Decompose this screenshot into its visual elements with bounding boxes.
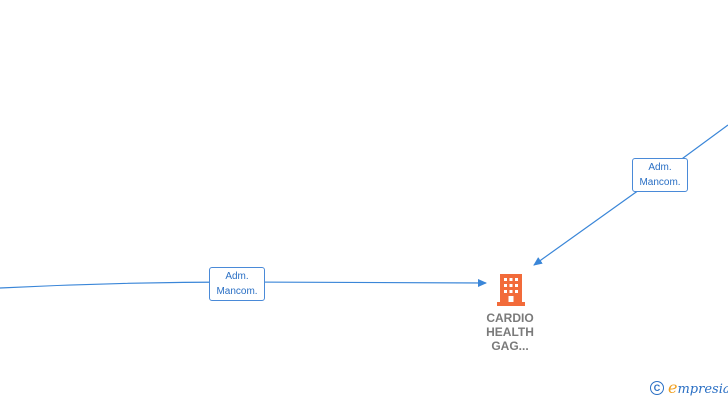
edge-label-right-line1: Adm. [648,162,672,173]
brand-name-rest: mpresia [677,382,728,397]
edge-label-left: Adm. Mancom. [209,267,265,301]
empresia-watermark: C empresia [650,378,728,397]
edge-label-left-line1: Adm. [225,271,249,282]
copyright-symbol-text: C [653,382,661,393]
copyright-icon: C [650,380,664,395]
node-label-line3: GAG... [491,339,529,353]
edge-line-right [533,124,728,266]
brand-logo: empresia [668,378,728,397]
edge-label-right: Adm. Mancom. [632,158,688,192]
company-node-label[interactable]: CARDIO HEALTH GAG... [470,311,550,353]
node-label-line2: HEALTH [486,325,534,339]
brand-letter-e: e [668,378,678,397]
edge-label-right-line2: Mancom. [639,177,681,188]
building-icon[interactable] [496,272,526,312]
edge-label-left-line2: Mancom. [216,286,258,297]
node-label-line1: CARDIO [486,311,534,325]
